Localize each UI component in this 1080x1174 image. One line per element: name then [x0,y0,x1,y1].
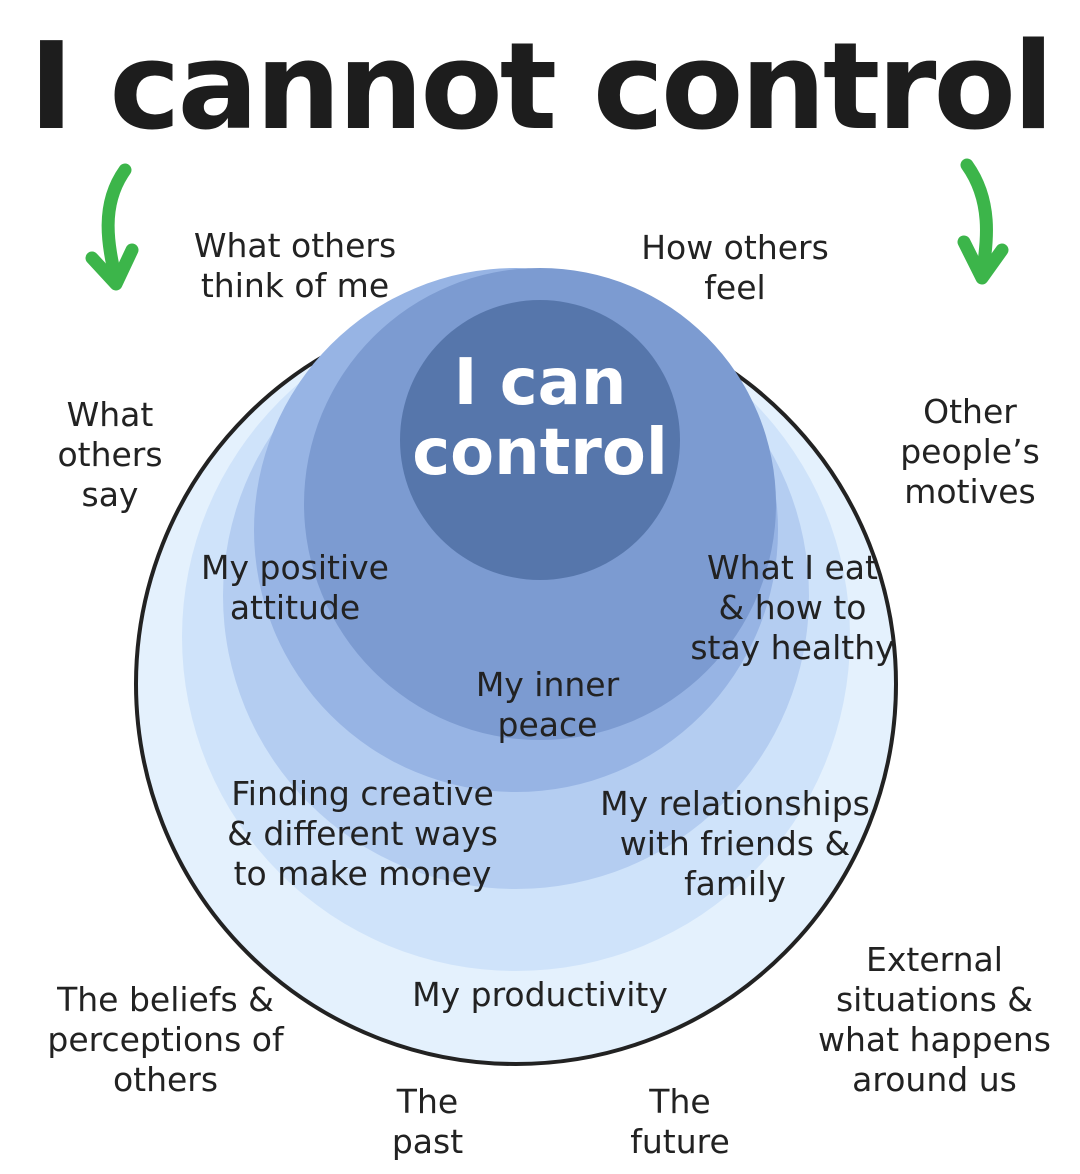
page-title: I cannot control [28,18,1054,157]
label-positive-attitude: My positive attitude [201,548,389,627]
center-label: I can control [412,346,668,490]
label-productivity: My productivity [412,975,668,1014]
right-arrow-icon [957,158,1009,285]
label-relationships: My relationships with friends & family [600,784,870,903]
label-external: External situations & what happens aroun… [818,940,1051,1099]
label-others-say: What others say [57,395,163,514]
label-inner-peace: My inner peace [475,665,620,744]
label-eat-healthy: What I eat & how to stay healthy [690,548,895,667]
label-future: The future [630,1082,730,1161]
core-circle [400,300,680,580]
label-beliefs: The beliefs & perceptions of others [47,980,284,1099]
label-others-motives: Other people’s motives [900,392,1040,511]
label-creative-money: Finding creative & different ways to mak… [227,774,498,893]
left-arrow-icon [85,163,139,291]
label-past: The past [391,1082,464,1161]
label-others-feel: How others feel [641,228,829,307]
label-others-think: What others think of me [193,226,397,305]
